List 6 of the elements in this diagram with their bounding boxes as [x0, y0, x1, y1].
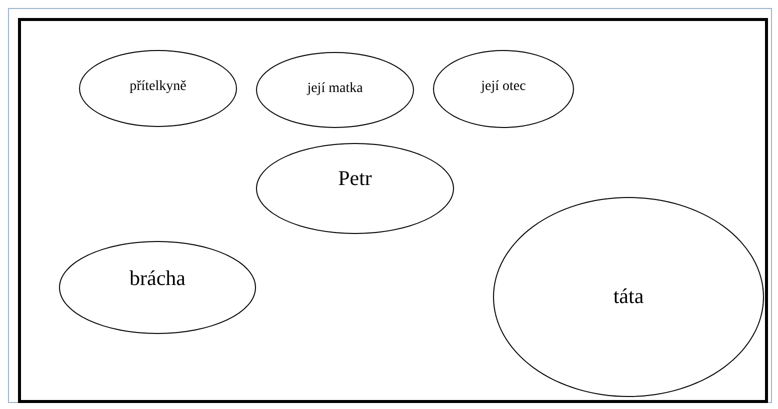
node-label: přítelkyně [128, 79, 188, 95]
node-label: její otec [480, 79, 527, 95]
node-label: táta [612, 284, 645, 309]
node-label: Petr [337, 166, 373, 191]
node-label: brácha [128, 266, 186, 291]
node-label: její matka [306, 81, 364, 97]
